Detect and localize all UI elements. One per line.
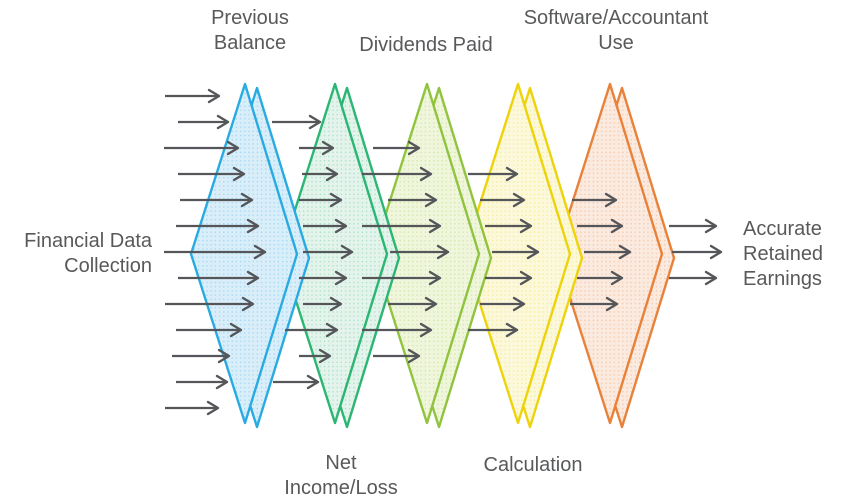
- label-calculation: Calculation: [483, 454, 583, 476]
- diamond-software-accountant-use: [554, 82, 664, 425]
- label-net-income-loss: Net Income/Loss: [284, 452, 398, 499]
- label-dividends-paid: Dividends Paid: [359, 34, 493, 56]
- label-previous-balance: Previous Balance: [211, 7, 289, 54]
- diamond-net-income-loss: [279, 82, 389, 425]
- label-accurate-retained-earnings: Accurate Retained Earnings: [743, 218, 824, 290]
- diamond-dividends-paid: [371, 82, 481, 425]
- diamond-previous-balance: [189, 82, 299, 425]
- label-software-accountant-use: Software/Accountant Use: [523, 7, 709, 54]
- label-financial-data-collection: Financial Data Collection: [24, 230, 152, 277]
- diamond-calculation: [462, 82, 572, 425]
